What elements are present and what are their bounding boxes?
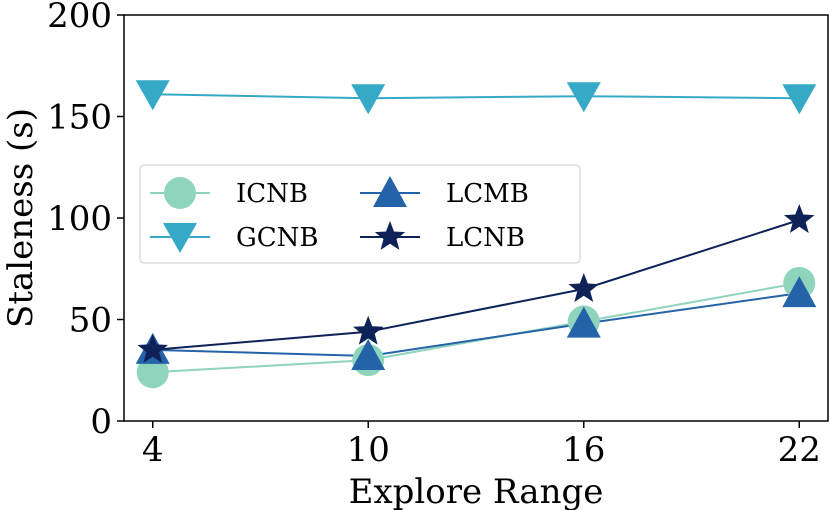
legend-marker-lcnb (374, 221, 406, 250)
data-point-icnb (136, 356, 169, 389)
x-tick-label: 10 (347, 430, 390, 470)
y-tick-label: 0 (90, 402, 112, 442)
y-axis-ticks: 0 50 100 150 200 (47, 0, 124, 442)
series-line-lcnb (152, 219, 800, 351)
legend-marker-lcmb (373, 176, 407, 207)
series-line-lcmb (152, 292, 800, 358)
data-point-gcnb (135, 80, 170, 111)
y-tick-label: 200 (47, 0, 112, 36)
y-tick-label: 100 (47, 199, 112, 239)
y-axis-title: Staleness (s) (1, 108, 41, 328)
y-tick-label: 50 (69, 301, 112, 341)
legend-marker-icnb (164, 177, 196, 209)
legend-label-lcnb: LCNB (446, 223, 525, 253)
data-point-lcmb (351, 339, 386, 370)
data-point-gcnb (351, 84, 386, 115)
legend: ICNB GCNB LCMB LCNB (139, 164, 581, 264)
series-line-icnb (152, 282, 800, 374)
legend-label-lcmb: LCMB (446, 179, 529, 209)
legend-label-gcnb: GCNB (236, 223, 319, 253)
legend-label-icnb: ICNB (236, 179, 308, 209)
data-point-lcnb (784, 204, 815, 233)
data-point-lcnb (353, 315, 384, 345)
y-tick-label: 150 (47, 98, 112, 138)
series-layer (135, 80, 817, 389)
x-tick-label: 16 (562, 430, 605, 470)
data-point-lcnb (137, 333, 168, 363)
data-point-lcmb (782, 276, 817, 308)
series-line-gcnb (152, 93, 800, 100)
x-tick-label: 4 (142, 430, 164, 470)
data-point-lcnb (568, 273, 599, 302)
legend-box (139, 164, 581, 264)
legend-marker-gcnb (163, 223, 197, 253)
data-point-lcmb (566, 306, 601, 338)
data-point-gcnb (782, 84, 817, 115)
x-axis-title: Explore Range (349, 472, 604, 510)
x-axis-ticks: 4 10 16 22 (142, 421, 821, 470)
x-tick-label: 22 (778, 430, 821, 470)
data-point-gcnb (566, 82, 601, 113)
